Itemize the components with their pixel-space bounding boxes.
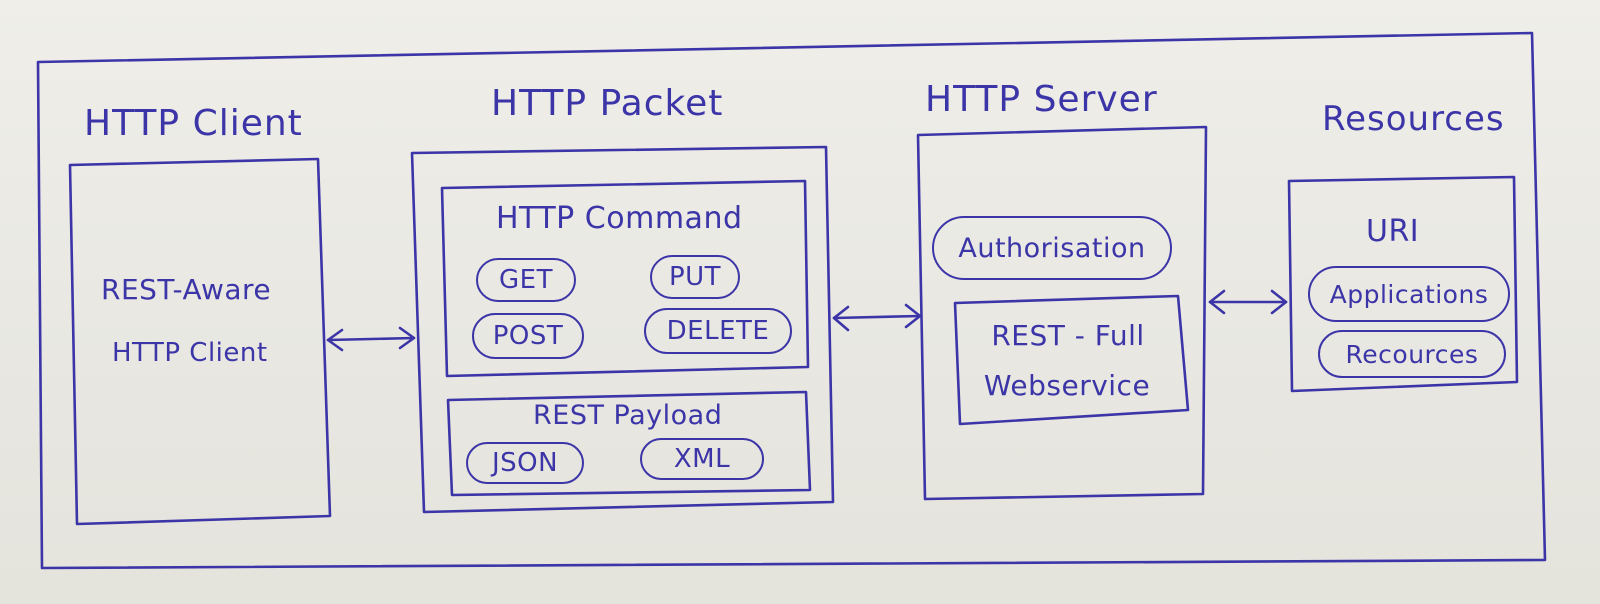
- arrow-packet-server: [832, 303, 922, 332]
- resources-title: Resources: [1322, 99, 1505, 139]
- command-title: HTTP Command: [496, 201, 743, 236]
- payload-title: REST Payload: [533, 400, 723, 431]
- webservice-line1: REST - Full: [991, 319, 1145, 352]
- format-json-pill: JSON: [466, 442, 584, 484]
- format-xml-pill: XML: [640, 438, 764, 480]
- webservice-line2: Webservice: [983, 369, 1151, 402]
- client-title: HTTP Client: [84, 103, 303, 144]
- applications-pill: Applications: [1308, 266, 1510, 322]
- client-box: [68, 157, 332, 526]
- server-box: [916, 125, 1208, 501]
- uri-label: URI: [1366, 214, 1420, 249]
- outer-frame: [36, 31, 1547, 570]
- server-title: HTTP Server: [925, 79, 1158, 120]
- method-delete-pill: DELETE: [644, 308, 792, 354]
- recources-pill: Recources: [1318, 330, 1506, 378]
- command-box: [440, 179, 810, 378]
- payload-box: [446, 390, 812, 497]
- client-line2: HTTP Client: [112, 338, 268, 368]
- resources-box: [1287, 175, 1519, 393]
- arrow-client-packet: [326, 326, 416, 352]
- method-get-pill: GET: [476, 258, 576, 302]
- packet-box: [410, 145, 835, 514]
- arrow-server-resources: [1208, 289, 1288, 315]
- method-post-pill: POST: [472, 313, 584, 359]
- client-line1: REST-Aware: [101, 273, 272, 306]
- webservice-box: [953, 294, 1190, 426]
- authorisation-pill: Authorisation: [932, 216, 1172, 280]
- packet-title: HTTP Packet: [491, 83, 724, 124]
- method-put-pill: PUT: [650, 255, 740, 299]
